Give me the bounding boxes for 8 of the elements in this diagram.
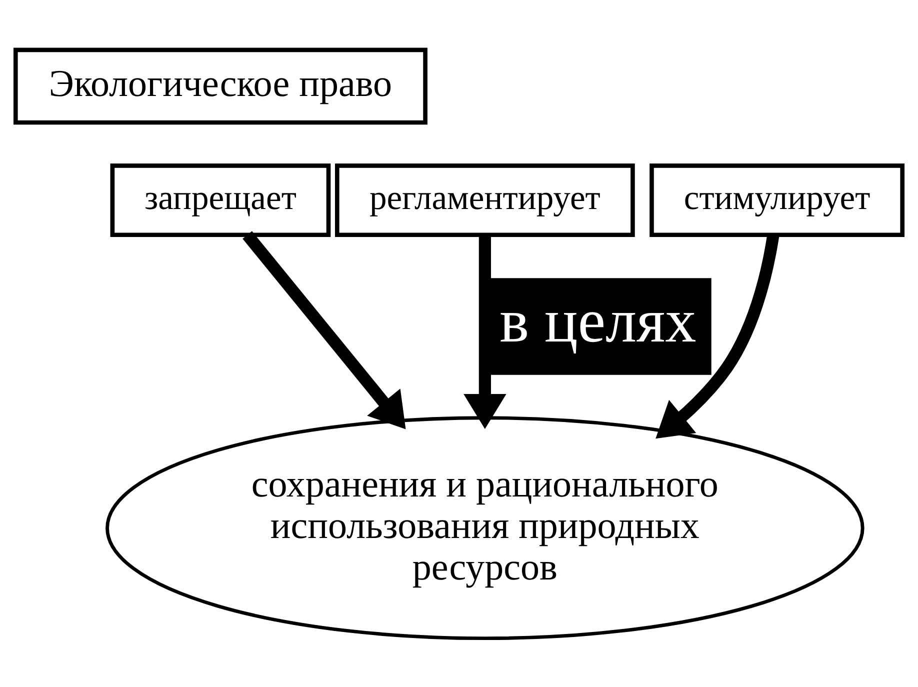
node-box: запрещает bbox=[110, 163, 331, 237]
arrow bbox=[464, 234, 506, 428]
node-box: стимулирует bbox=[650, 163, 905, 237]
node-box: регламентирует bbox=[334, 163, 635, 237]
arrow bbox=[242, 230, 406, 429]
node-ellipse: сохранения и рационального использования природных ресурсов bbox=[106, 416, 864, 640]
node-box: Экологическое право bbox=[13, 47, 428, 124]
edge-label: в целях bbox=[500, 287, 696, 356]
